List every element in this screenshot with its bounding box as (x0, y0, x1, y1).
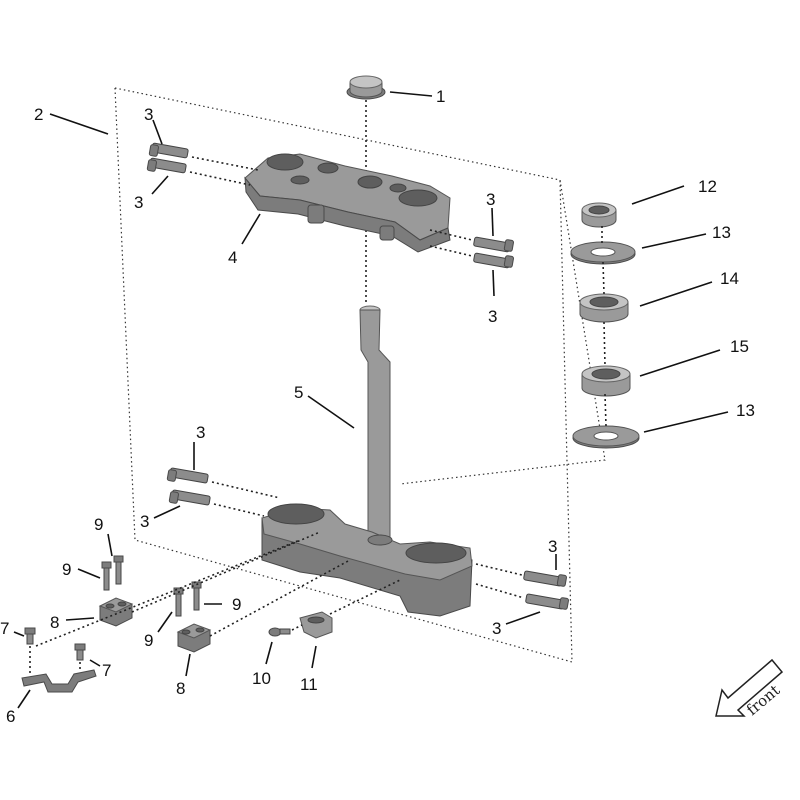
callout-9-d: 9 (144, 631, 153, 650)
part-1-stem-cap (346, 75, 386, 100)
callout-11: 11 (300, 675, 318, 694)
part-4-upper-triple-clamp (244, 153, 451, 253)
part-13-washer-lower (572, 425, 640, 449)
callout-3-lower-left-a: 3 (196, 423, 205, 442)
part-7-bolt-right (74, 643, 86, 661)
part-6-bracket (21, 669, 97, 693)
dotted-path-bracket (35, 539, 301, 647)
callout-4: 4 (228, 248, 237, 267)
callout-2: 2 (34, 105, 43, 124)
callout-13-lower: 13 (736, 401, 755, 420)
dotted-stack-axis-4 (604, 393, 607, 427)
callout-3-upper-right-b: 3 (488, 307, 497, 326)
bolt-upper-left-2 (146, 157, 187, 174)
callout-9-b: 9 (62, 560, 71, 579)
lower-triple-clamp (261, 503, 473, 617)
part-11-cable-guide (299, 611, 333, 639)
part-10-screw (268, 627, 291, 637)
part-12-dust-seal (581, 202, 617, 228)
part-8-handlebar-clamp-right (176, 623, 212, 653)
callout-15: 15 (730, 337, 749, 356)
part-15-bearing-lower (581, 365, 631, 397)
bolt-lower-right-1 (523, 570, 567, 587)
callout-9-a: 9 (94, 515, 103, 534)
front-direction-arrow-icon (715, 658, 784, 717)
callout-8-right: 8 (176, 679, 185, 698)
callout-5: 5 (294, 383, 303, 402)
dotted-path-bolt-lr2 (475, 583, 525, 599)
callout-14: 14 (720, 269, 739, 288)
part-9-bolts-left (101, 555, 124, 591)
callout-3-lower-right-a: 3 (548, 537, 557, 556)
dotted-path-10-11 (291, 624, 303, 631)
callout-3-upper-left-a: 3 (144, 105, 153, 124)
bolt-lower-right-2 (525, 593, 569, 610)
callout-9-c: 9 (232, 595, 241, 614)
bolt-upper-left-1 (148, 142, 189, 159)
dotted-path-bolt-ul2 (189, 171, 251, 186)
dotted-path-bolt-ul1 (191, 156, 259, 171)
part-14-bearing-upper (579, 293, 629, 323)
dotted-stack-axis-3 (603, 321, 606, 367)
bolt-lower-left-2 (168, 489, 211, 506)
part-5-steering-stem (359, 305, 391, 541)
part-9-bolts-right (173, 581, 202, 617)
dotted-path-bolt-ur2 (429, 245, 473, 257)
callout-8-left: 8 (50, 613, 59, 632)
dotted-path-bolt-ur1 (429, 229, 473, 241)
callout-7-left: 7 (0, 619, 9, 638)
dotted-stack-axis-2 (602, 261, 605, 295)
dotted-path-clamp-right (209, 559, 351, 637)
callout-10: 10 (252, 669, 271, 688)
callout-7-right: 7 (102, 661, 111, 680)
dotted-path-bolt-ll2 (213, 503, 265, 517)
callout-12: 12 (698, 177, 717, 196)
bolt-upper-right-2 (473, 252, 514, 269)
callout-13-upper: 13 (712, 223, 731, 242)
bolt-lower-left-1 (166, 467, 209, 484)
part-8-handlebar-clamp-left (98, 597, 134, 627)
callout-3-upper-right-a: 3 (486, 190, 495, 209)
callout-3-lower-right-b: 3 (492, 619, 501, 638)
callout-3-upper-left-b: 3 (134, 193, 143, 212)
bolt-upper-right-1 (473, 236, 514, 253)
assembly-boundary (114, 87, 606, 485)
dotted-path-bolt-ll1 (211, 481, 281, 499)
part-7-bolt-left (24, 627, 36, 645)
callout-6: 6 (6, 707, 15, 726)
assembly-boundary-lower (114, 87, 573, 663)
leader-lines (13, 91, 729, 709)
callout-1: 1 (436, 87, 445, 106)
dotted-path-bolt-lr1 (475, 563, 523, 576)
callout-3-lower-left-b: 3 (140, 512, 149, 531)
part-13-washer-upper (570, 241, 636, 265)
